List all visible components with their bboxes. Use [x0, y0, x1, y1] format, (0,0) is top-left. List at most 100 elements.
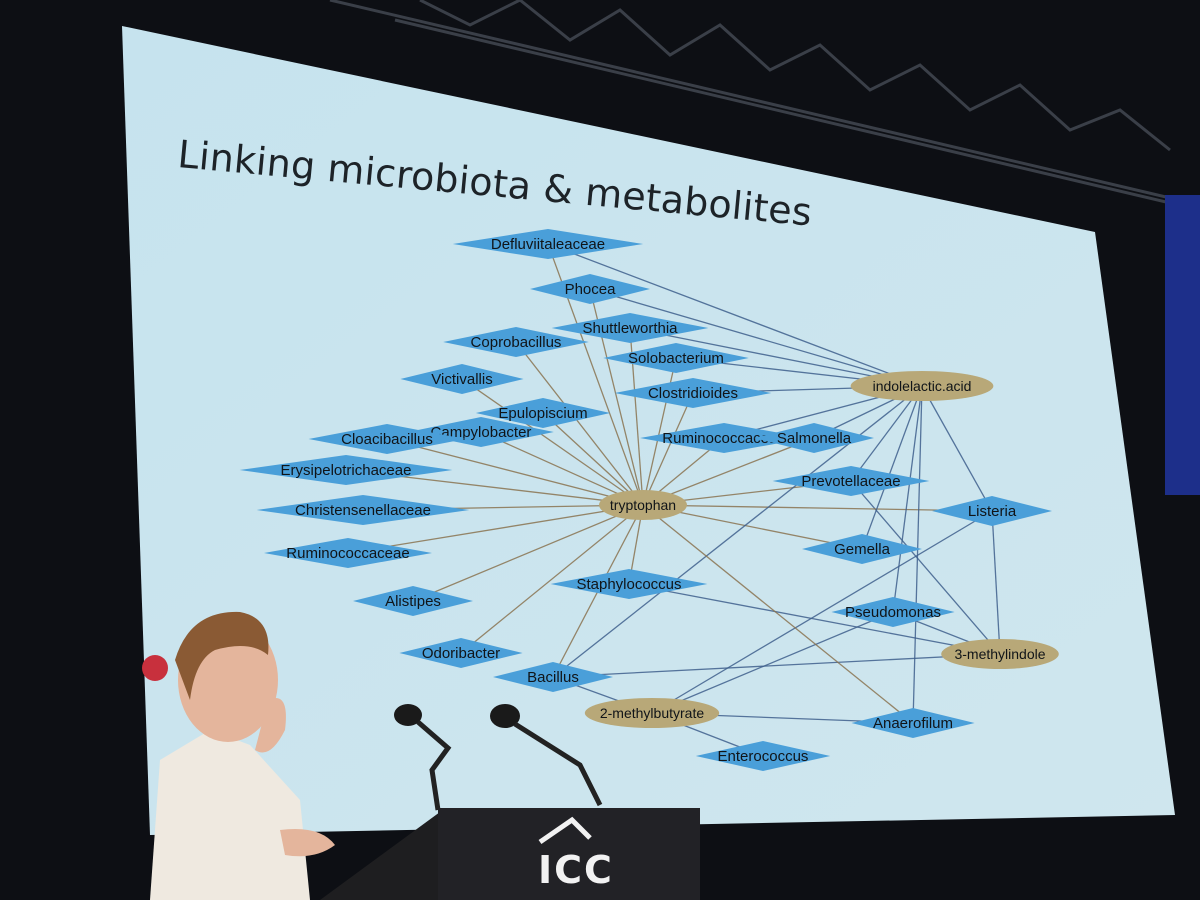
taxon-diamond — [550, 569, 708, 599]
taxon-label: Salmonella — [777, 430, 852, 447]
taxon-label: Enterococcus — [718, 748, 809, 765]
taxon-node-salmonella: Salmonella — [754, 423, 874, 453]
taxon-label: Clostridioides — [648, 385, 738, 402]
taxon-diamond — [932, 496, 1052, 526]
edge-defluviitaleaceae-ila — [547, 243, 923, 387]
taxon-label: Shuttleworthia — [582, 320, 678, 337]
taxon-label: Solobacterium — [628, 350, 724, 367]
taxon-diamond — [772, 466, 930, 496]
taxon-label: Anaerofilum — [873, 715, 953, 732]
taxon-label: Gemella — [834, 541, 891, 558]
edge-listeria-ila — [921, 385, 993, 512]
taxon-node-pseudomonas: Pseudomonas — [831, 597, 955, 627]
edge-listeria-mi — [991, 510, 1001, 655]
taxon-diamond — [695, 741, 831, 771]
taxon-label: Christensenellaceae — [295, 502, 431, 519]
taxon-node-christensenellaceae: Christensenellaceae — [256, 495, 470, 525]
taxon-diamond — [264, 538, 432, 568]
microphones — [394, 704, 603, 811]
metabolite-node-tryptophan: tryptophan — [599, 490, 687, 520]
taxon-label: Campylobacter — [431, 424, 532, 441]
metabolite-ellipse — [850, 371, 994, 401]
taxon-node-epulopiscium: Epulopiscium — [475, 398, 611, 428]
taxon-label: Phocea — [565, 281, 617, 298]
edge-cloacibacillus-tryptophan — [386, 438, 644, 506]
metabolite-ellipse — [599, 490, 687, 520]
taxon-diamond — [475, 398, 611, 428]
metabolite-ellipse — [941, 639, 1059, 669]
taxon-label: Pseudomonas — [845, 604, 941, 621]
metabolite-ellipse — [584, 698, 720, 728]
taxon-label: Bacillus — [527, 669, 579, 686]
stage-truss — [329, 0, 1200, 212]
taxon-label: Ruminococcaceae — [286, 545, 409, 562]
edge-clostridioides-tryptophan — [642, 392, 694, 506]
edge-anaerofilum-tryptophan — [642, 504, 914, 724]
taxon-diamond — [400, 364, 524, 394]
taxon-diamond — [256, 495, 470, 525]
taxon-diamond — [551, 313, 709, 343]
metabolite-node-ila: indolelactic.acid — [850, 371, 994, 401]
taxon-diamond — [754, 423, 874, 453]
taxon-diamond — [802, 534, 922, 564]
taxon-node-defluviitaleaceae: Defluviitaleaceae — [452, 229, 644, 259]
taxon-diamond — [831, 597, 955, 627]
taxon-node-erysipelotrichaceae: Erysipelotrichaceae — [239, 455, 453, 485]
taxon-label: Erysipelotrichaceae — [281, 462, 412, 479]
edge-phocea-ila — [589, 288, 923, 387]
podium-logo: ICC — [538, 848, 614, 892]
edge-alistipes-tryptophan — [412, 504, 644, 602]
metabolite-label: 2-methylbutyrate — [600, 705, 704, 721]
taxon-node-prevotellaceae: Prevotellaceae — [772, 466, 930, 496]
taxon-node-solobacterium: Solobacterium — [603, 343, 749, 373]
taxon-node-coprobacillus: Coprobacillus — [443, 327, 589, 357]
taxon-diamond — [452, 229, 644, 259]
taxon-node-anaerofilum: Anaerofilum — [851, 708, 975, 738]
taxon-node-gemella: Gemella — [802, 534, 922, 564]
taxon-label: Cloacibacillus — [341, 431, 433, 448]
edge-staphylococcus-mi — [628, 583, 1001, 655]
taxon-label: Listeria — [968, 503, 1017, 520]
taxon-label: Staphylococcus — [576, 576, 681, 593]
taxon-node-ruminococcaceae_left: Ruminococcaceae — [264, 538, 432, 568]
taxon-diamond — [530, 274, 650, 304]
taxon-node-odoribacter: Odoribacter — [399, 638, 523, 668]
speaker — [142, 611, 335, 900]
edge-odoribacter-tryptophan — [460, 504, 644, 654]
taxon-diamond — [399, 638, 523, 668]
taxon-node-staphylococcus: Staphylococcus — [550, 569, 708, 599]
taxon-diamond — [640, 423, 808, 453]
podium — [320, 808, 700, 900]
taxon-node-shuttleworthia: Shuttleworthia — [551, 313, 709, 343]
taxon-node-clostridioides: Clostridioides — [614, 378, 772, 408]
taxon-node-victivallis: Victivallis — [400, 364, 524, 394]
taxon-label: Ruminococcaceae — [662, 430, 785, 447]
edge-coprobacillus-tryptophan — [515, 341, 644, 506]
edge-anaerofilum-ila — [912, 385, 923, 724]
stage-blue-light — [1165, 195, 1200, 495]
taxon-label: Defluviitaleaceae — [491, 236, 605, 253]
taxon-diamond — [851, 708, 975, 738]
taxon-node-ruminococcaceae_top: Ruminococcaceae — [640, 423, 808, 453]
edge-pseudomonas-ila — [892, 385, 923, 613]
edge-prevotellaceae-ila — [850, 385, 923, 482]
edge-gemella-ila — [861, 385, 923, 550]
taxon-label: Odoribacter — [422, 645, 500, 662]
edge-listeria-mb — [651, 510, 993, 714]
edge-ruminococcaceae_left-tryptophan — [347, 504, 644, 554]
taxon-node-alistipes: Alistipes — [353, 586, 473, 616]
edge-bacillus-ila — [552, 385, 923, 678]
edge-bacillus-mi — [552, 653, 1001, 678]
taxon-node-cloacibacillus: Cloacibacillus — [308, 424, 466, 454]
taxon-label: Victivallis — [431, 371, 492, 388]
metabolite-node-mi: 3-methylindole — [941, 639, 1059, 669]
taxon-label: Epulopiscium — [498, 405, 587, 422]
taxon-diamond — [353, 586, 473, 616]
taxon-diamond — [308, 424, 466, 454]
taxon-diamond — [493, 662, 613, 692]
edge-victivallis-tryptophan — [461, 378, 644, 506]
edge-listeria-tryptophan — [642, 504, 993, 512]
taxon-node-phocea: Phocea — [530, 274, 650, 304]
